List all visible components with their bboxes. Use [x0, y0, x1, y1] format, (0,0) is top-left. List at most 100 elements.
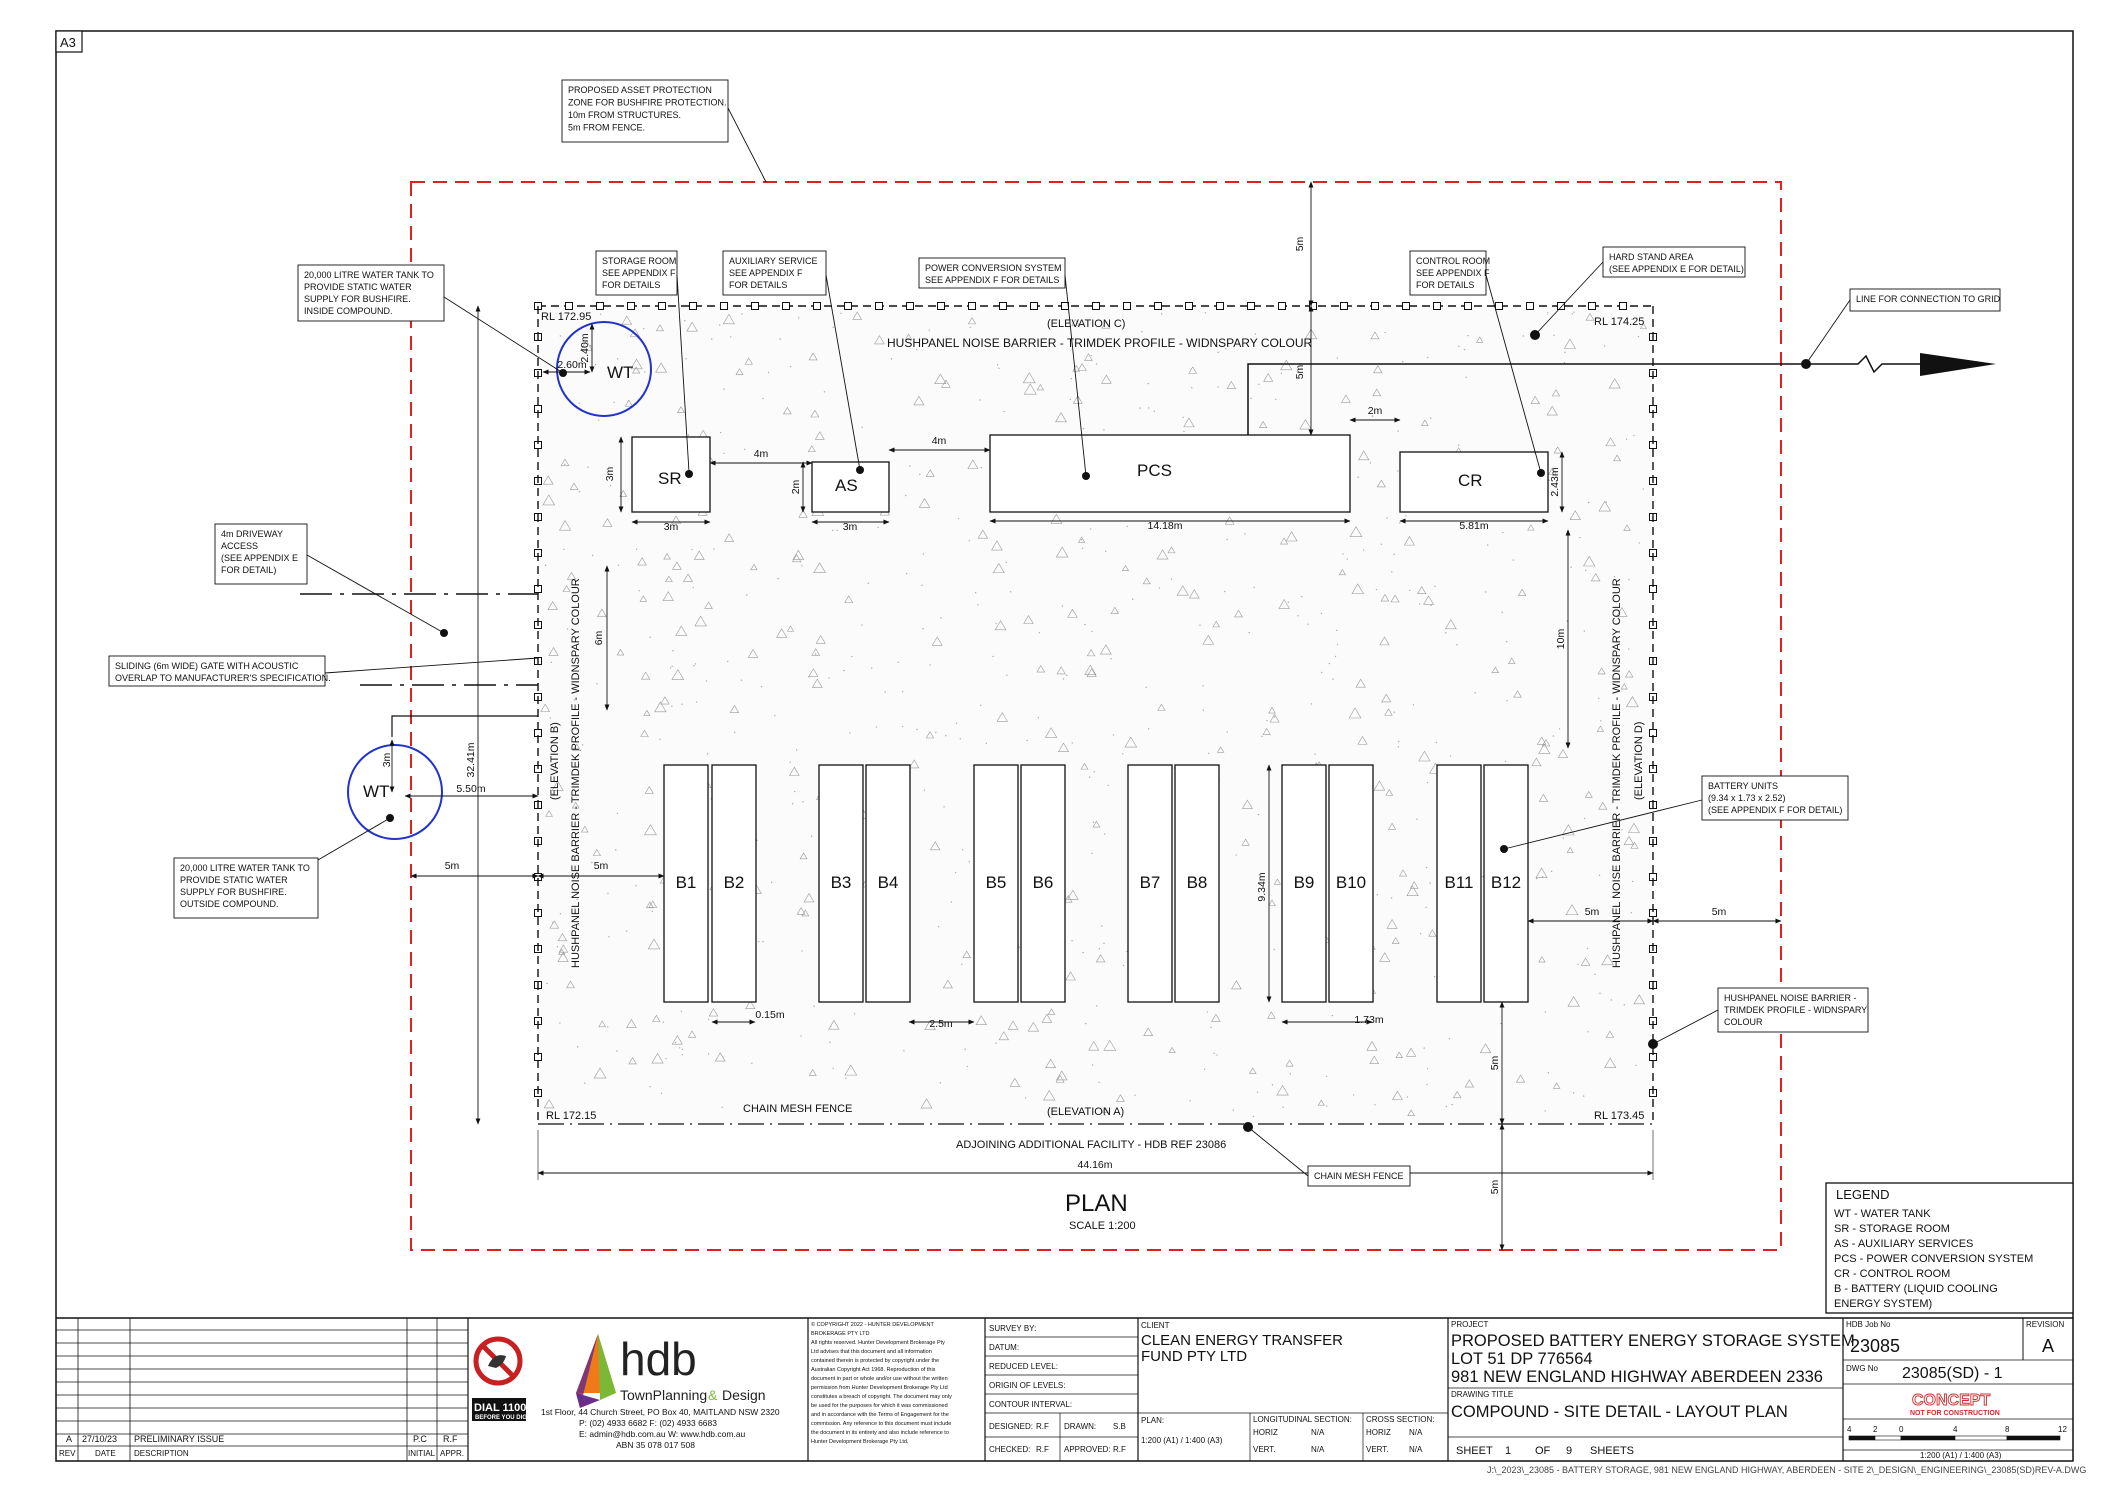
gravel-dot — [587, 466, 589, 468]
gravel-dot — [730, 336, 732, 338]
gravel-dot — [810, 835, 813, 837]
callout-apz-line: 10m FROM STRUCTURES. — [568, 110, 681, 120]
gravel-dot — [832, 326, 834, 329]
gravel-dot — [566, 628, 569, 630]
gravel-mark — [1527, 524, 1535, 531]
callout-gate-line: OVERLAP TO MANUFACTURER'S SPECIFICATION. — [115, 673, 331, 683]
gravel-mark — [645, 901, 654, 909]
gravel-dot — [1375, 588, 1378, 591]
revision-value: A — [2042, 1336, 2054, 1356]
callout-pcs — [918, 257, 1066, 289]
gravel-dot — [915, 348, 918, 351]
gravel-dot — [719, 431, 722, 434]
gravel-dot — [1425, 866, 1428, 869]
gravel-dot — [1003, 410, 1005, 413]
wt-outside-label: WT — [363, 782, 389, 801]
gravel-dot — [578, 490, 581, 493]
gravel-dot — [995, 622, 997, 625]
gravel-dot — [945, 735, 947, 737]
fence-post — [689, 302, 697, 310]
gravel-dot — [743, 448, 746, 451]
gravel-mark — [596, 608, 607, 617]
fence-post — [1154, 302, 1162, 310]
gravel-dot — [1638, 542, 1641, 544]
gravel-mark — [1041, 1013, 1053, 1023]
gravel-dot — [616, 1050, 618, 1052]
gravel-mark — [647, 938, 661, 950]
gravel-mark — [1392, 1090, 1403, 1100]
gravel-dot — [751, 1062, 753, 1064]
gravel-dot — [1558, 728, 1561, 730]
gravel-dot — [1326, 1105, 1328, 1107]
gravel-dot — [1277, 341, 1280, 343]
callout-driveway-line: FOR DETAIL) — [221, 565, 276, 575]
battery-b6 — [1020, 764, 1066, 1003]
auxiliary-services — [811, 461, 890, 513]
gravel-dot — [845, 1077, 847, 1079]
gravel-mark — [1601, 954, 1614, 966]
hard-stand-point — [1530, 330, 1540, 340]
gravel-mark — [776, 628, 788, 638]
gravel-dot — [777, 577, 779, 580]
gravel-dot — [867, 582, 869, 584]
gravel-mark — [547, 601, 558, 611]
elevation-c: (ELEVATION C) — [1047, 318, 1125, 330]
leader-line — [1652, 1009, 1719, 1045]
gravel-dot — [1289, 1073, 1292, 1075]
gravel-mark — [1608, 378, 1621, 389]
gravel-mark — [569, 482, 579, 490]
gravel-dot — [1583, 630, 1586, 632]
callout-apz — [561, 79, 729, 143]
gravel-mark — [1580, 957, 1591, 966]
gravel-dot — [797, 317, 800, 319]
gravel-dot — [1199, 624, 1201, 626]
gravel-mark — [1262, 727, 1271, 735]
gravel-mark — [1156, 549, 1169, 560]
gravel-dot — [1399, 522, 1401, 524]
gravel-mark — [1249, 1067, 1257, 1074]
gravel-dot — [1092, 821, 1095, 823]
gravel-dot — [1069, 398, 1072, 401]
gravel-dot — [957, 517, 960, 520]
gravel-dot — [1541, 876, 1544, 878]
survey-label: DATUM: — [989, 1343, 1019, 1352]
gravel-mark — [1267, 1011, 1276, 1019]
survey-label: REDUCED LEVEL: — [989, 1362, 1058, 1371]
fence-post — [844, 302, 852, 310]
copyright-line: commission. Any reference to this docume… — [811, 1421, 951, 1427]
gravel-dot — [559, 913, 562, 915]
dim-d5m_left: 5m — [445, 860, 460, 872]
gravel-mark — [1355, 678, 1366, 688]
dim-d1418: 14.18m — [1147, 520, 1182, 532]
gravel-mark — [572, 743, 582, 751]
gravel-dot — [1257, 813, 1260, 816]
grid-arrow — [1920, 353, 1996, 376]
gravel-dot — [1153, 410, 1156, 412]
gravel-mark — [654, 701, 667, 713]
gravel-mark — [1072, 395, 1083, 404]
gravel-dot — [774, 715, 776, 717]
gravel-mark — [722, 313, 735, 325]
gravel-dot — [1449, 755, 1452, 757]
gravel-dot — [1320, 612, 1323, 615]
gravel-mark — [1513, 690, 1522, 698]
drawn-label: DRAWN: — [1064, 1422, 1096, 1431]
gravel-mark — [1226, 380, 1237, 389]
gravel-mark — [616, 648, 625, 656]
gravel-dot — [1091, 852, 1093, 855]
dim-d3m_sr: 3m — [604, 466, 616, 481]
gravel-dot — [1098, 947, 1101, 950]
gravel-dot — [1213, 1052, 1215, 1055]
gravel-dot — [1122, 753, 1124, 755]
gravel-dot — [1253, 586, 1255, 589]
gravel-mark — [1515, 1074, 1526, 1083]
callout-storage-room — [595, 250, 678, 296]
copyright-line: permission from Hunter Development Broke… — [811, 1385, 948, 1391]
battery-b11 — [1436, 764, 1482, 1003]
gravel-dot — [1386, 517, 1388, 519]
gravel-dot — [706, 753, 709, 755]
gravel-dot — [1122, 964, 1125, 967]
gravel-dot — [1445, 1105, 1447, 1108]
